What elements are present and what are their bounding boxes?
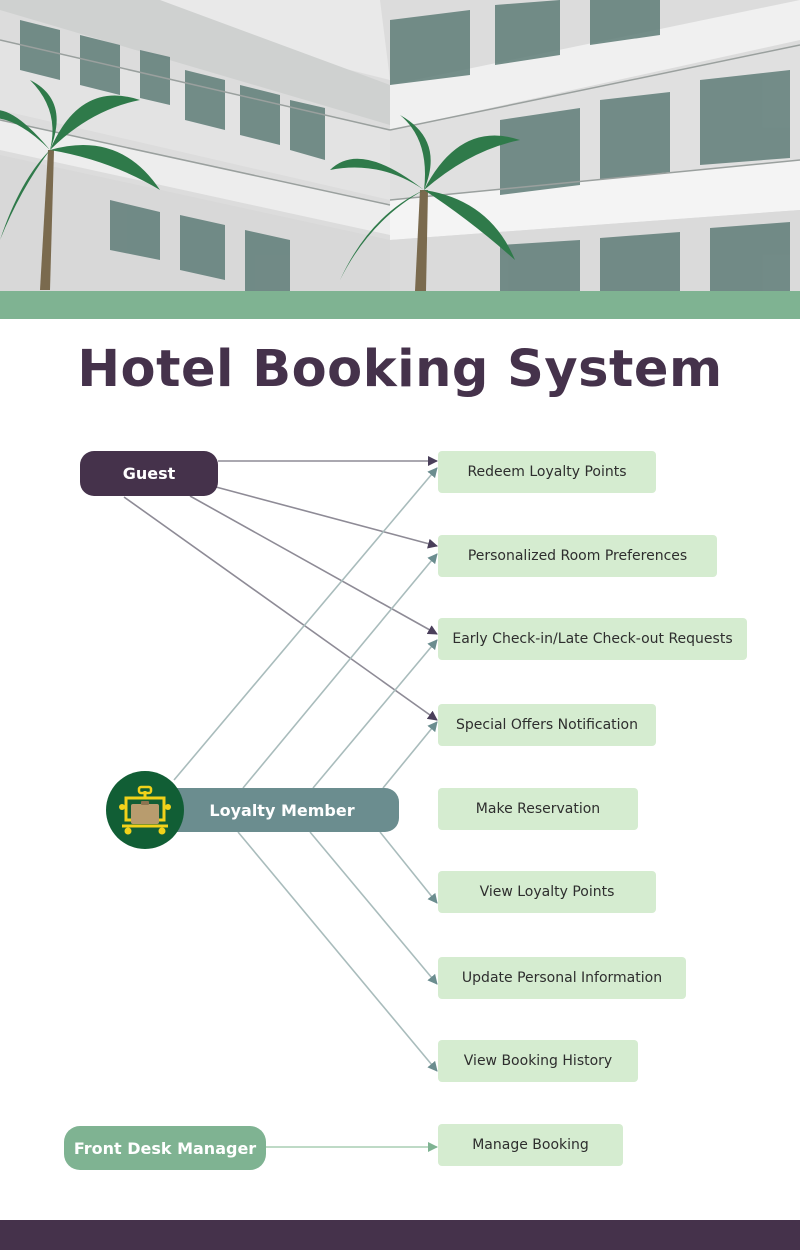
edge-loyalty-update-info: [309, 831, 438, 985]
edge-loyalty-special-offers: [382, 721, 438, 789]
edge-loyalty-view-points: [379, 831, 438, 904]
actor-loyalty-member: Loyalty Member: [145, 788, 399, 832]
edge-guest-preferences: [215, 486, 438, 549]
usecase-make-reservation: Make Reservation: [438, 788, 638, 830]
usecase-view-loyalty-points: View Loyalty Points: [438, 871, 656, 913]
usecase-early-checkin-late-checkout: Early Check-in/Late Check-out Requests: [438, 618, 747, 660]
usecase-update-personal-information: Update Personal Information: [438, 957, 686, 999]
actor-front-desk-manager: Front Desk Manager: [64, 1126, 266, 1170]
edge-loyalty-booking-history: [237, 831, 438, 1072]
luggage-cart-icon: [106, 771, 184, 849]
usecase-view-booking-history: View Booking History: [438, 1040, 638, 1082]
usecase-personalized-room-preferences: Personalized Room Preferences: [438, 535, 717, 577]
edge-loyalty-redeem: [173, 467, 438, 781]
usecase-redeem-loyalty-points: Redeem Loyalty Points: [438, 451, 656, 493]
edge-loyalty-preferences: [242, 553, 438, 789]
edge-loyalty-early-checkin: [312, 639, 438, 789]
footer-band: [0, 1220, 800, 1250]
usecase-special-offers-notification: Special Offers Notification: [438, 704, 656, 746]
actor-guest: Guest: [80, 451, 218, 496]
hero-hotel-image: [0, 0, 800, 291]
usecase-manage-booking: Manage Booking: [438, 1124, 623, 1166]
edge-guest-early-checkin: [189, 495, 438, 635]
edge-guest-special-offers: [123, 496, 438, 721]
accent-band: [0, 291, 800, 319]
page-title: Hotel Booking System: [77, 340, 723, 399]
